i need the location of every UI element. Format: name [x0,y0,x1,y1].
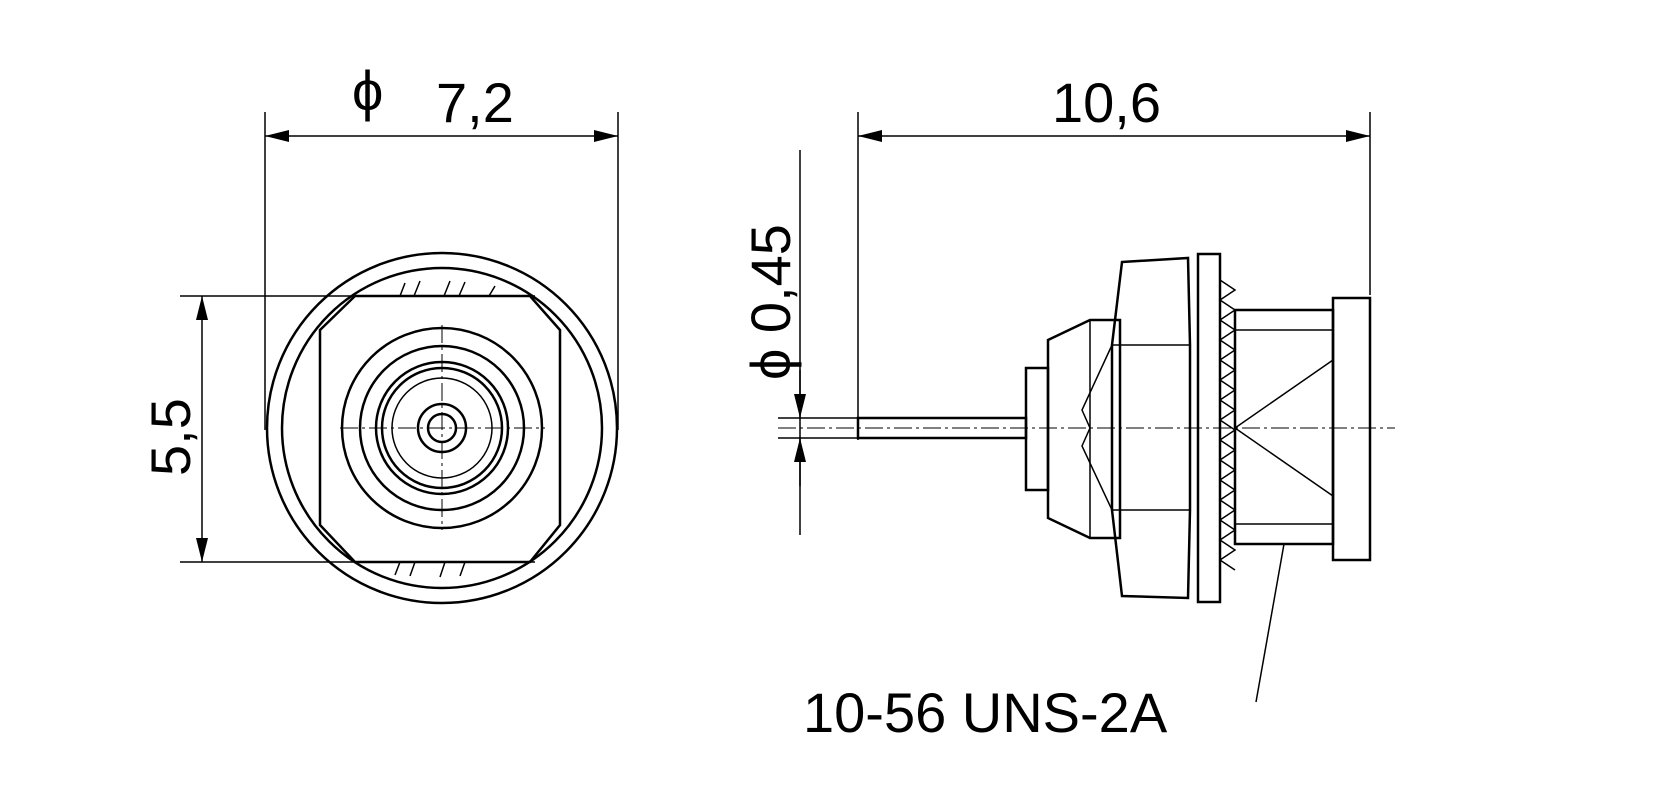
outer-circle [265,251,619,605]
knurl-bottom [394,561,466,578]
nut-flats [318,294,562,564]
cross-line-1 [1234,359,1334,429]
hex-nut [1110,256,1192,600]
length-value: 10,6 [1052,71,1161,134]
pin [856,416,1028,440]
side-view: 10,6 ϕ 0,45 [739,71,1395,744]
thread-leader-line [1255,543,1285,703]
pin-diameter-label: ϕ 0,45 [739,224,802,380]
collar [1024,366,1050,492]
front-view: ϕ 7,2 5,5 [139,59,619,605]
cross-line-2 [1234,427,1334,497]
thread-teeth [1218,279,1237,571]
inner-flange-circle [280,266,604,590]
threaded-body [1233,308,1335,546]
thread-label: 10-56 UNS-2A [803,681,1168,744]
knurl-top [399,280,496,297]
height-value: 5,5 [139,398,202,476]
end-flange [1331,296,1372,562]
diameter-value: 7,2 [436,71,514,134]
diameter-symbol: ϕ [352,59,383,122]
